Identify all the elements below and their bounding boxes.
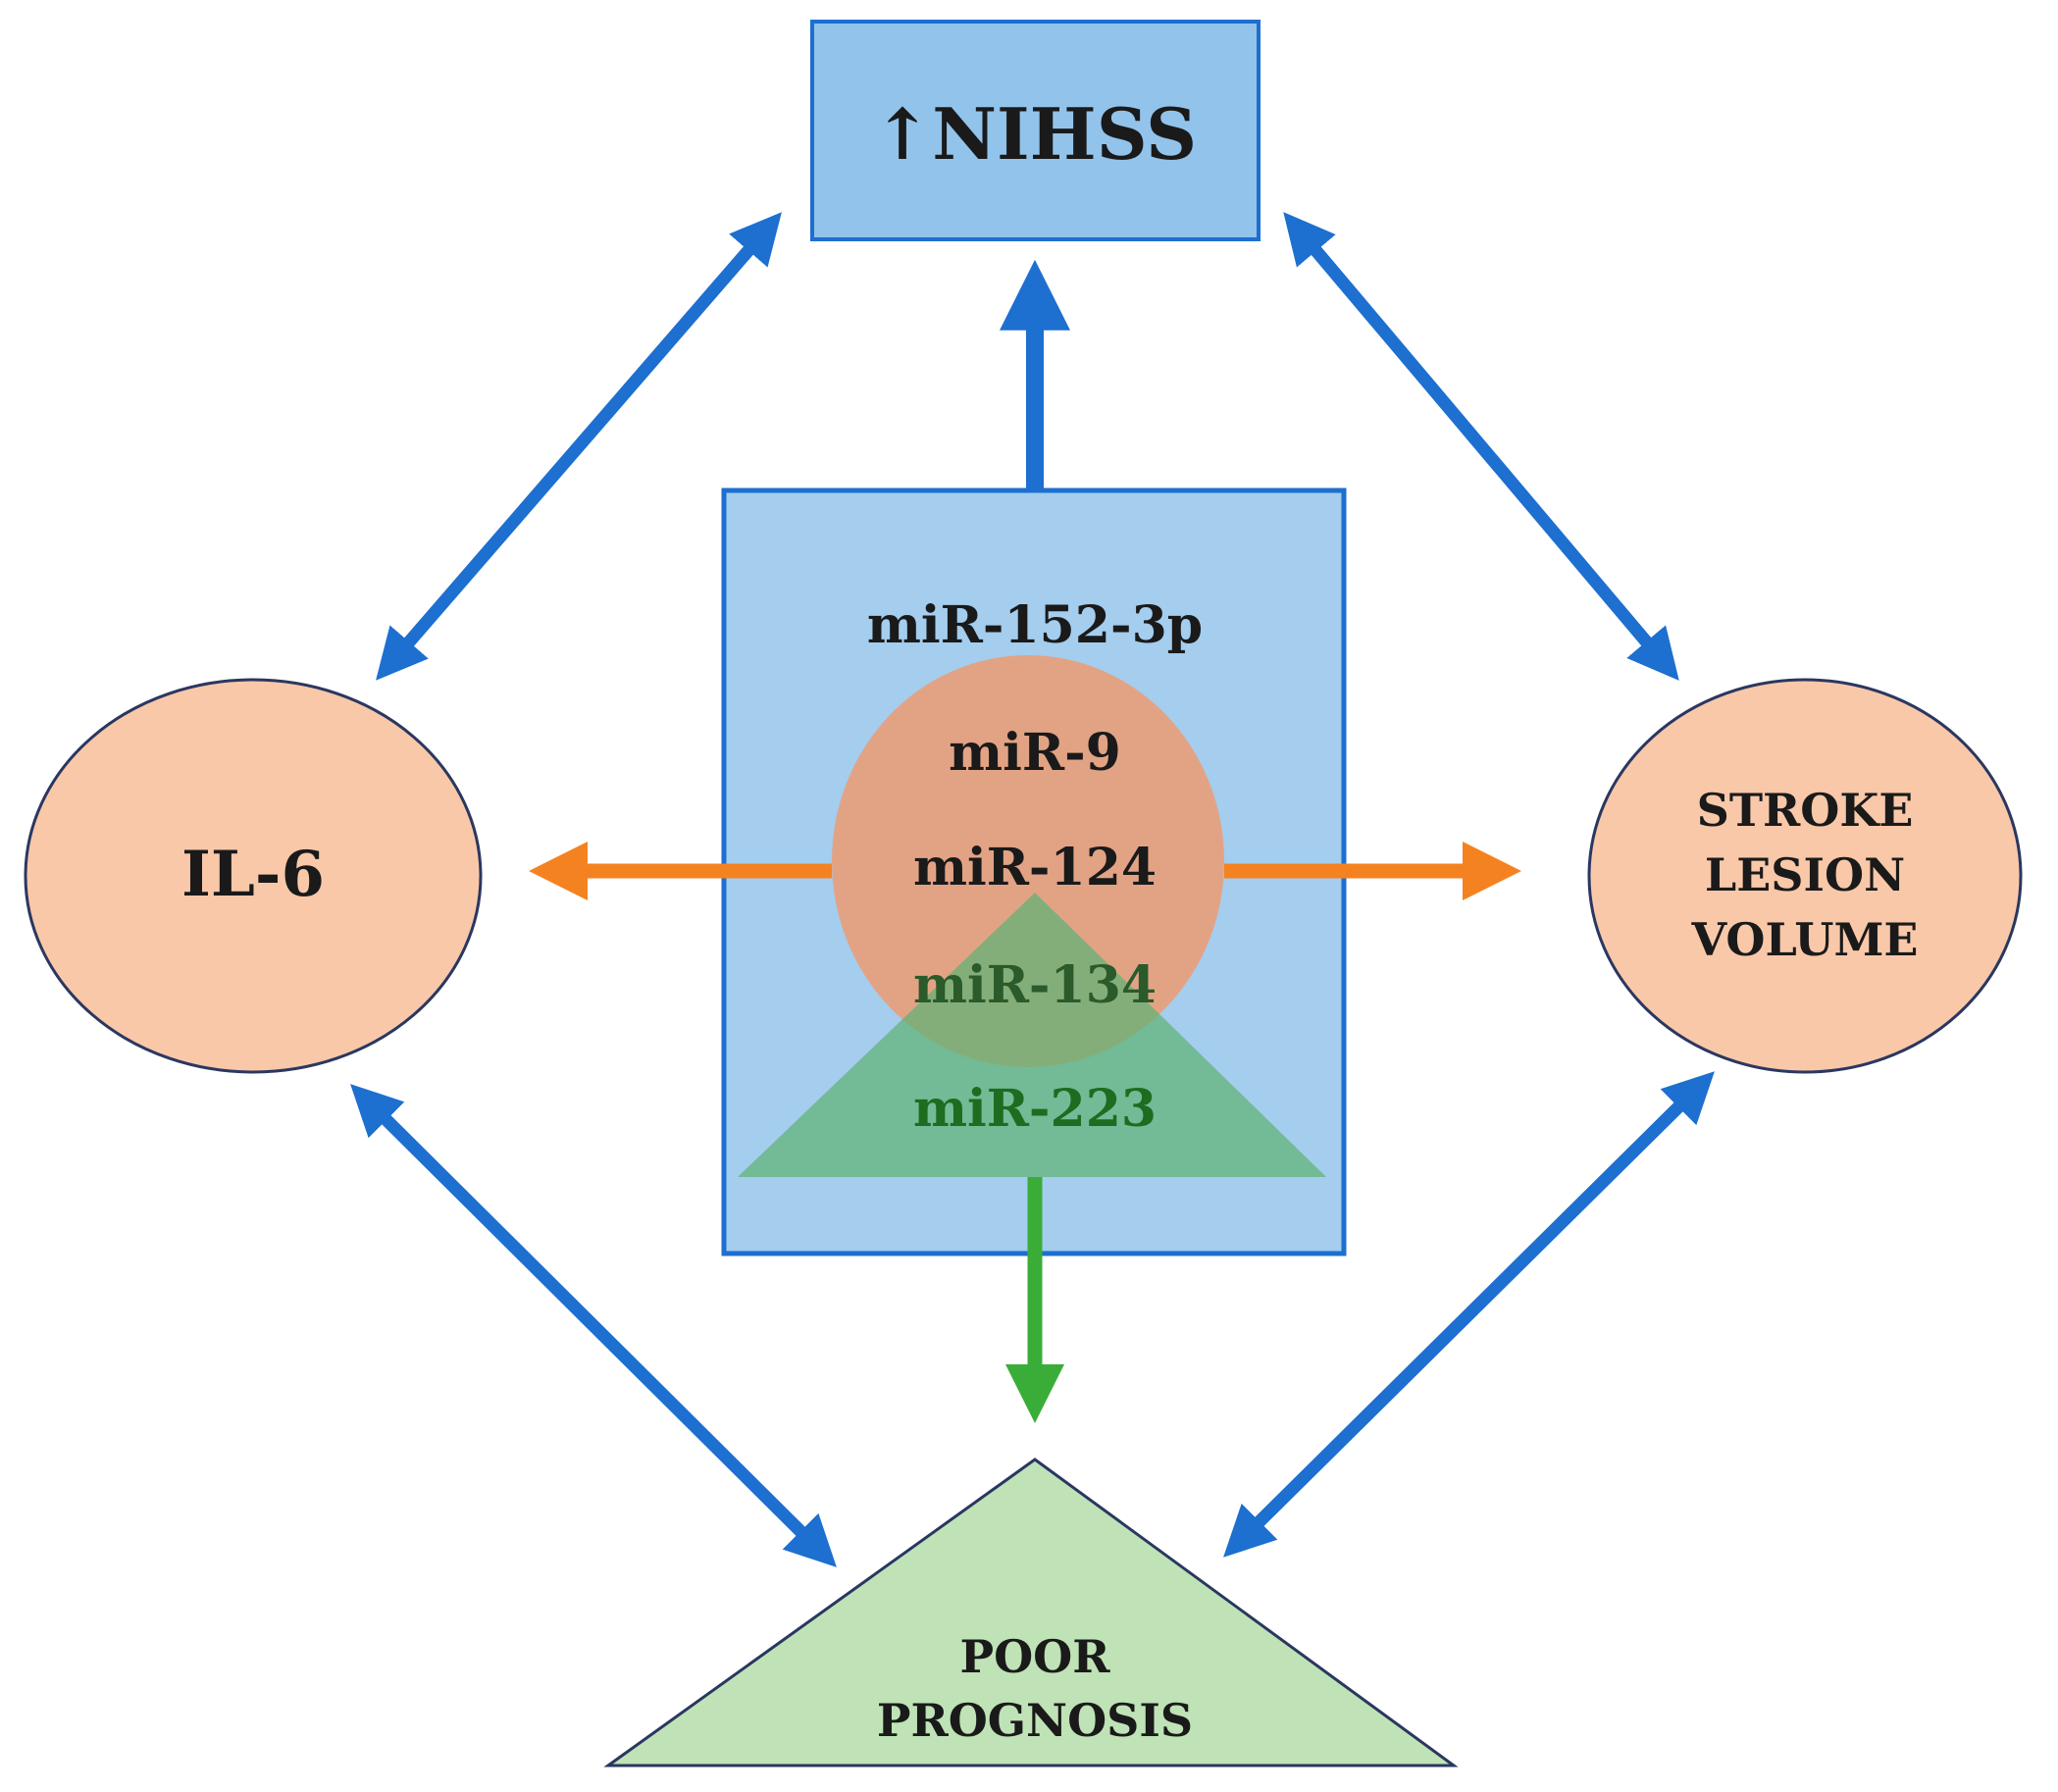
prognosis-node: POOR PROGNOSIS: [603, 1458, 1459, 1767]
il6-label: IL-6: [181, 838, 325, 911]
mirna-label-152: miR-152-3p: [867, 595, 1203, 655]
stroke-volume-node: STROKE LESION VOLUME: [1587, 678, 2023, 1074]
mirna-label-9: miR-9: [949, 723, 1121, 783]
arrow-stroke-volume-prognosis: [1223, 1071, 1715, 1558]
mirna-circle-overlay: [832, 655, 1224, 1067]
nihss-label: ↑NIHSS: [873, 92, 1197, 176]
mirna-label-134: miR-134: [913, 955, 1157, 1015]
stroke-volume-line-2: LESION: [1705, 848, 1905, 901]
stroke-volume-line-1: STROKE: [1697, 784, 1914, 837]
prognosis-line-2: PROGNOSIS: [877, 1694, 1193, 1747]
arrow-nihss-il6: [376, 212, 782, 681]
mirna-label-223: miR-223: [913, 1079, 1157, 1139]
arrow-il6-prognosis: [350, 1084, 837, 1567]
prognosis-line-1: POOR: [960, 1630, 1111, 1683]
nihss-node: ↑NIHSS: [810, 20, 1261, 241]
mirna-label-124: miR-124: [913, 838, 1157, 897]
mirna-triangle-overlay: [738, 893, 1326, 1177]
arrow-nihss-stroke-volume: [1283, 212, 1679, 681]
stroke-volume-line-3: VOLUME: [1691, 913, 1919, 966]
il6-node: IL-6: [24, 678, 483, 1074]
